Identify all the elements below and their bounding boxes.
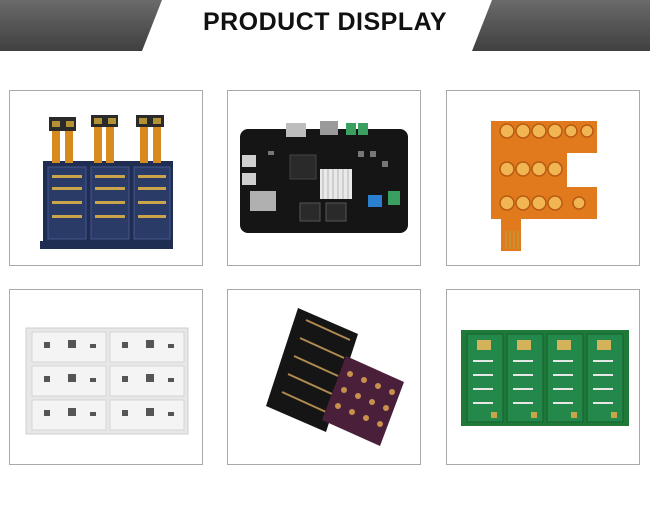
product-card-black-purple-pcb[interactable] xyxy=(227,289,421,465)
product-card-green-pcb[interactable] xyxy=(446,289,640,465)
green-pcb-image xyxy=(461,330,629,426)
page-title: PRODUCT DISPLAY xyxy=(202,7,448,36)
black-purple-pcb-image xyxy=(266,308,404,446)
product-display-banner: PRODUCT DISPLAY xyxy=(0,0,650,51)
rigid-flex-pcb-image xyxy=(40,115,173,249)
white-led-pcb-image xyxy=(25,327,189,435)
banner-background xyxy=(0,0,650,51)
product-card-rigid-flex-pcb[interactable] xyxy=(9,90,203,266)
product-card-white-led-pcb[interactable] xyxy=(9,289,203,465)
product-card-black-control-board[interactable] xyxy=(227,90,421,266)
product-card-orange-flex-pcb[interactable] xyxy=(446,90,640,266)
black-pcb-board-image xyxy=(240,121,408,233)
orange-flex-pcb-image xyxy=(491,121,597,251)
